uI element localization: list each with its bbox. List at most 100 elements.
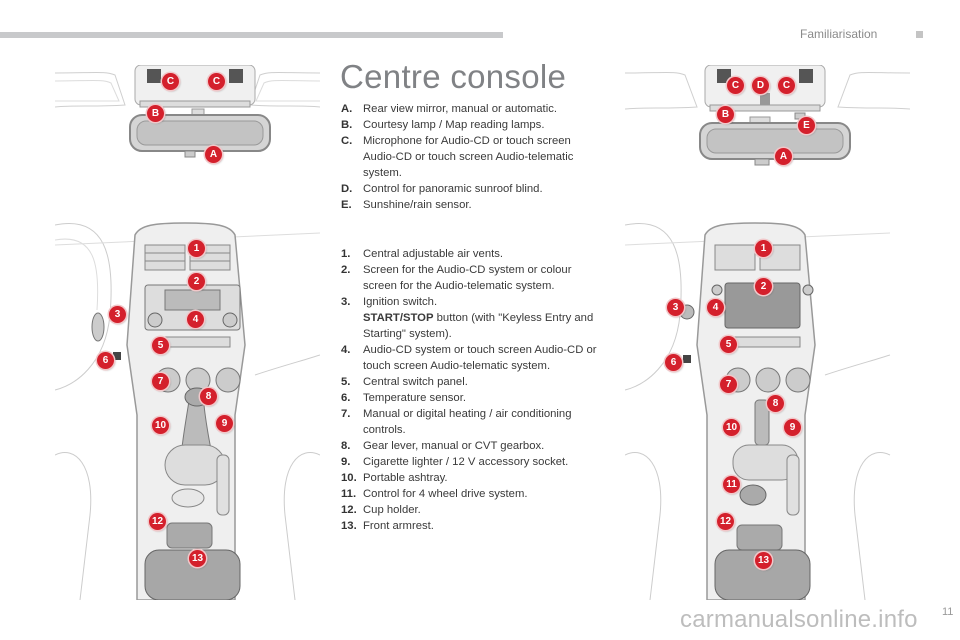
lettered-list: A. Rear view mirror, manual or automatic.… (341, 101, 598, 213)
item-text: Manual or digital heating / air conditio… (363, 408, 572, 436)
list-item: 5. Central switch panel. (341, 374, 598, 390)
marker-c: C (162, 73, 179, 90)
marker-c: C (208, 73, 225, 90)
item-key: 8. (341, 440, 351, 452)
numbered-list: 1. Central adjustable air vents. 2. Screen… (341, 246, 598, 534)
item-text-main: Ignition switch. (363, 296, 438, 308)
section-title: Familiarisation (800, 27, 878, 41)
marker-b: B (717, 106, 734, 123)
item-key: A. (341, 103, 353, 115)
list-item: 11. Control for 4 wheel drive system. (341, 486, 598, 502)
marker-7: 7 (720, 376, 737, 393)
item-text: Portable ashtray. (363, 472, 448, 484)
marker-5: 5 (152, 337, 169, 354)
item-text: Courtesy lamp / Map reading lamps. (363, 119, 545, 131)
item-key: 6. (341, 392, 351, 404)
list-item: 8. Gear lever, manual or CVT gearbox. (341, 438, 598, 454)
marker-4: 4 (187, 311, 204, 328)
item-text-bold: START/STOP (363, 312, 434, 324)
item-key: B. (341, 119, 353, 131)
list-item: 4. Audio-CD system or touch screen Audio-… (341, 342, 598, 374)
item-text: Rear view mirror, manual or automatic. (363, 103, 557, 115)
item-text: Microphone for Audio-CD or touch screen … (363, 135, 574, 179)
marker-4: 4 (707, 299, 724, 316)
mirror-diagram-right: C D C B E A (625, 65, 910, 175)
item-key: 10. (341, 472, 357, 484)
list-item: 2. Screen for the Audio-CD system or colo… (341, 262, 598, 294)
console-diagram-left: 1 2 3 4 5 6 7 8 9 10 12 13 (55, 215, 320, 600)
list-item: 10. Portable ashtray. (341, 470, 598, 486)
marker-c: C (778, 77, 795, 94)
item-text: Front armrest. (363, 520, 434, 532)
item-key: 5. (341, 376, 351, 388)
marker-13: 13 (189, 550, 206, 567)
list-item: C. Microphone for Audio-CD or touch scree… (341, 133, 598, 181)
item-key: 2. (341, 264, 351, 276)
list-item: 9.Cigarette lighter / 12 V accessory soc… (341, 454, 598, 470)
watermark: carmanualsonline.info (680, 606, 918, 633)
console-illustration-left (55, 215, 320, 600)
marker-11: 11 (723, 476, 740, 493)
marker-9: 9 (216, 415, 233, 432)
item-text: Ignition switch. START/STOP button (with … (363, 294, 598, 342)
item-text: Control for panoramic sunroof blind. (363, 183, 543, 195)
marker-10: 10 (723, 419, 740, 436)
section-square-icon (916, 31, 923, 38)
item-text: Central switch panel. (363, 376, 468, 388)
marker-e: E (798, 117, 815, 134)
marker-3: 3 (109, 306, 126, 323)
item-text: Cigarette lighter / 12 V accessory socke… (363, 456, 569, 468)
list-item: 7. Manual or digital heating / air condit… (341, 406, 598, 438)
marker-1: 1 (755, 240, 772, 257)
marker-1: 1 (188, 240, 205, 257)
marker-a: A (205, 146, 222, 163)
item-key: 7. (341, 408, 351, 420)
item-key: 1. (341, 248, 351, 260)
marker-8: 8 (767, 395, 784, 412)
marker-7: 7 (152, 373, 169, 390)
item-text-rest: button (with "Keyless Entry and Starting… (363, 312, 594, 340)
page-title: Centre console (340, 58, 567, 95)
item-key: 3. (341, 296, 351, 308)
item-key: E. (341, 199, 352, 211)
list-item: 3. Ignition switch. START/STOP button (wit… (341, 294, 598, 342)
item-key: 4. (341, 344, 351, 356)
marker-6: 6 (665, 354, 682, 371)
marker-6: 6 (97, 352, 114, 369)
list-item: 1. Central adjustable air vents. (341, 246, 598, 262)
marker-d: D (752, 77, 769, 94)
item-text: Control for 4 wheel drive system. (363, 488, 528, 500)
item-text: Sunshine/rain sensor. (363, 199, 472, 211)
marker-9: 9 (784, 419, 801, 436)
item-text: Gear lever, manual or CVT gearbox. (363, 440, 545, 452)
mirror-illustration-left (55, 65, 320, 165)
item-key: 11. (341, 488, 357, 500)
item-key: 13. (341, 520, 357, 532)
marker-10: 10 (152, 417, 169, 434)
marker-b: B (147, 105, 164, 122)
item-text: Audio-CD system or touch screen Audio-CD… (363, 344, 597, 372)
item-text: Cup holder. (363, 504, 421, 516)
marker-12: 12 (149, 513, 166, 530)
item-text: Central adjustable air vents. (363, 248, 504, 260)
marker-8: 8 (200, 388, 217, 405)
marker-a: A (775, 148, 792, 165)
marker-12: 12 (717, 513, 734, 530)
marker-c: C (727, 77, 744, 94)
item-key: 12. (341, 504, 357, 516)
marker-3: 3 (667, 299, 684, 316)
marker-2: 2 (755, 278, 772, 295)
list-item: D.Control for panoramic sunroof blind. (341, 181, 598, 197)
marker-2: 2 (188, 273, 205, 290)
page-number: 11 (942, 606, 954, 618)
list-item: 6. Temperature sensor. (341, 390, 598, 406)
marker-5: 5 (720, 336, 737, 353)
item-key: C. (341, 135, 353, 147)
list-item: E. Sunshine/rain sensor. (341, 197, 598, 213)
marker-13: 13 (755, 552, 772, 569)
mirror-diagram-left: C C B A (55, 65, 320, 165)
header-bar (0, 32, 503, 38)
item-text: Screen for the Audio-CD system or colour… (363, 264, 572, 292)
item-text: Temperature sensor. (363, 392, 466, 404)
list-item: B. Courtesy lamp / Map reading lamps. (341, 117, 598, 133)
